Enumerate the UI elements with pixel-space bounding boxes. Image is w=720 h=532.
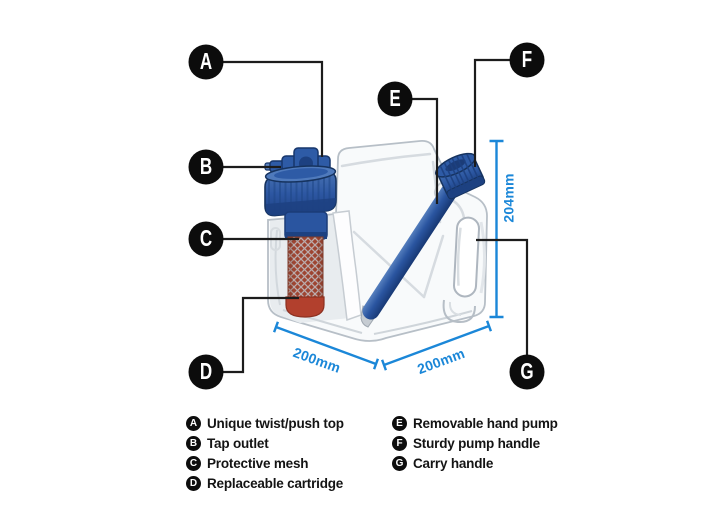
legend-column-right: E Removable hand pump F Sturdy pump hand… <box>392 413 558 473</box>
handle-bottom-curl-inner <box>448 301 462 316</box>
callout-line-e <box>412 97 439 204</box>
legend-label-g: Carry handle <box>413 455 494 471</box>
legend-column-left: A Unique twist/push top B Tap outlet C P… <box>186 413 344 493</box>
pump-tube <box>362 183 458 320</box>
legend-key-letter-b: B <box>189 437 198 449</box>
legend-key-a: A <box>186 415 201 431</box>
callout-badges: A B C D E F G <box>188 42 545 390</box>
callout-line-f <box>473 58 510 167</box>
dimension-height: 204mm <box>489 139 517 319</box>
legend-item-c: C Protective mesh <box>186 453 344 473</box>
legend-item-e: E Removable hand pump <box>392 413 558 433</box>
callout-badge-d: D <box>188 354 224 390</box>
callout-line-a <box>223 60 324 157</box>
legend-key-e: E <box>392 415 407 431</box>
screw-cap <box>264 165 337 217</box>
callout-badge-c: C <box>188 221 224 257</box>
callout-connectors <box>223 58 529 374</box>
cut-wall-edge <box>332 210 362 322</box>
callout-letter-d: D <box>200 359 212 384</box>
legend-key-letter-a: A <box>189 417 198 429</box>
cartridge-bottom <box>285 296 325 318</box>
callout-line-d <box>223 296 299 374</box>
legend-key-letter-f: F <box>396 437 403 449</box>
legend-key-d: D <box>186 475 201 491</box>
callout-badge-g: G <box>509 354 545 390</box>
handle-grip-shade <box>479 221 486 294</box>
dimension-height-label: 204mm <box>501 173 517 222</box>
handle-bottom-curl <box>442 299 476 324</box>
callout-letter-b: B <box>200 154 212 179</box>
legend-label-e: Removable hand pump <box>413 415 558 431</box>
filter-top-band-shadow <box>285 232 327 239</box>
carry-handle <box>453 216 480 298</box>
legend-key-f: F <box>392 435 407 451</box>
callout-line-g <box>476 238 529 355</box>
legend-label-f: Sturdy pump handle <box>413 435 540 451</box>
filter-mesh-shade-right <box>318 237 323 299</box>
callout-letter-c: C <box>200 226 213 251</box>
legend-key-letter-e: E <box>396 417 403 429</box>
legend-item-f: F Sturdy pump handle <box>392 433 558 453</box>
legend-label-c: Protective mesh <box>207 455 309 471</box>
filter-mesh-shade-left <box>288 237 293 299</box>
callout-badge-e: E <box>377 81 413 117</box>
legend-key-c: C <box>186 455 201 471</box>
legend-item-g: G Carry handle <box>392 453 558 473</box>
pump-handle-cap <box>434 152 486 200</box>
water-container-illustration <box>264 140 488 342</box>
legend-label-a: Unique twist/push top <box>207 415 344 431</box>
bottom-seam-right <box>373 310 473 335</box>
callout-letter-g: G <box>520 359 533 384</box>
callout-badge-f: F <box>509 42 545 78</box>
callout-badge-b: B <box>188 149 224 185</box>
callout-badge-a: A <box>188 44 224 80</box>
legend-key-letter-c: C <box>189 457 198 469</box>
legend-key-b: B <box>186 435 201 451</box>
callout-letter-e: E <box>389 86 400 111</box>
carry-handle-inner-shade <box>456 227 462 286</box>
legend-label-b: Tap outlet <box>207 435 269 451</box>
legend-item-a: A Unique twist/push top <box>186 413 344 433</box>
legend-key-letter-d: D <box>189 477 198 489</box>
legend-key-letter-g: G <box>395 457 404 469</box>
callout-letter-a: A <box>200 49 213 74</box>
legend-label-d: Replaceable cartridge <box>207 475 344 491</box>
legend-item-b: B Tap outlet <box>186 433 344 453</box>
filter-cartridge <box>284 211 328 318</box>
legend-key-g: G <box>392 455 407 471</box>
legend-item-d: D Replaceable cartridge <box>186 473 344 493</box>
filter-mesh <box>287 236 324 300</box>
callout-letter-f: F <box>522 47 532 72</box>
